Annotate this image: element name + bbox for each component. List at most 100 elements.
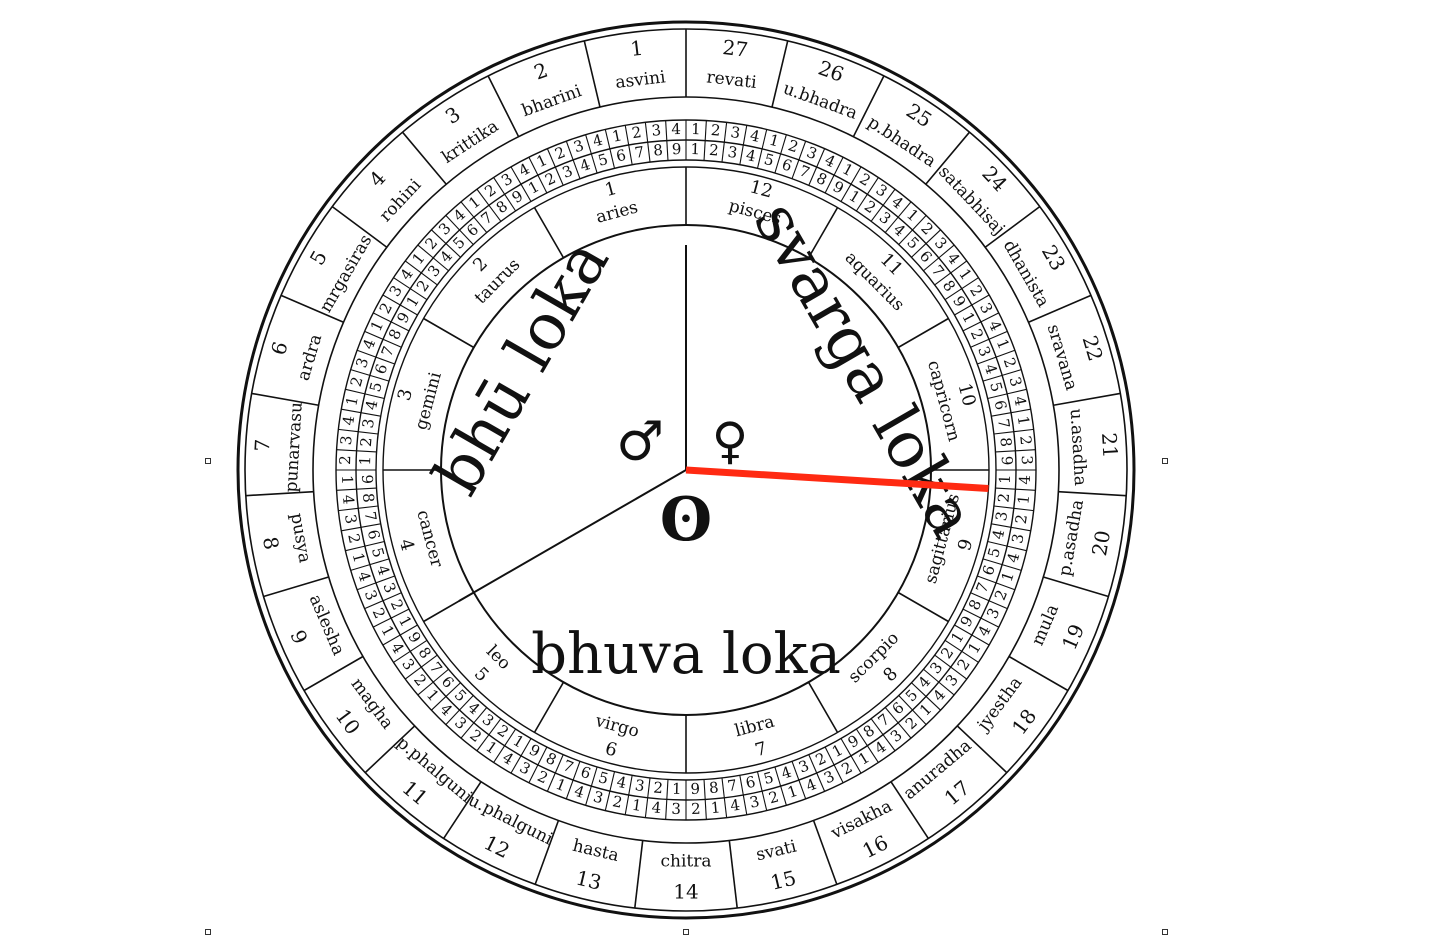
sign-divider: [533, 207, 565, 259]
pada-cell-divider: [528, 156, 539, 176]
selection-handle-right[interactable]: [1162, 458, 1168, 464]
pada-cell-divider: [1010, 408, 1031, 414]
pada-digit: 3: [352, 355, 372, 370]
nakshatra-number: 10: [331, 704, 365, 739]
pada-cell-divider: [431, 229, 447, 244]
navamsa-digit: 7: [797, 162, 813, 182]
nakshatra-divider: [534, 820, 560, 885]
pada-cell-divider: [585, 134, 592, 155]
nakshatra-number: 18: [1007, 704, 1041, 739]
pada-digit: 2: [336, 455, 354, 465]
navamsa-cell-divider: [488, 718, 502, 736]
navamsa-cell-divider: [609, 771, 616, 792]
navamsa-cell-divider: [739, 775, 744, 796]
nakshatra-divider: [303, 655, 364, 692]
navamsa-digit: 3: [634, 776, 646, 795]
pada-cell-divider: [364, 600, 384, 610]
navamsa-digit: 8: [708, 778, 719, 797]
navamsa-cell-divider: [982, 558, 1003, 566]
nakshatra-number: 22: [1078, 333, 1108, 364]
pada-cell-divider: [1001, 369, 1022, 376]
navamsa-cell-divider: [420, 272, 438, 286]
pada-digit: 4: [1016, 475, 1034, 485]
pada-cell-divider: [350, 564, 371, 571]
navamsa-cell-divider: [703, 779, 706, 800]
pada-digit: 2: [1016, 435, 1035, 446]
sign-number: 3: [394, 387, 417, 403]
navamsa-cell-divider: [884, 707, 899, 724]
nakshatra-divider: [812, 820, 838, 885]
pada-cell-divider: [644, 122, 649, 143]
pada-digit: 4: [397, 265, 417, 283]
selection-handle-bottom-left[interactable]: [205, 929, 211, 935]
pada-digit: 1: [377, 622, 397, 639]
navamsa-cell-divider: [445, 243, 461, 258]
navamsa-cell-divider: [390, 321, 410, 332]
pada-cell-divider: [912, 215, 927, 231]
pada-digit: 2: [991, 587, 1011, 603]
pada-cell-divider: [761, 129, 768, 150]
pada-cell-divider: [460, 201, 475, 218]
navamsa-cell-divider: [970, 592, 990, 602]
pada-digit: 3: [337, 435, 356, 446]
navamsa-cell-divider: [808, 166, 818, 186]
pada-digit: 2: [481, 181, 499, 201]
pada-digit: 4: [985, 318, 1005, 334]
pada-digit: 3: [341, 513, 360, 525]
pada-cell-divider: [961, 650, 979, 663]
sign-divider: [807, 207, 839, 259]
position-pointer: [685, 466, 989, 492]
sign-name: cancer: [412, 508, 447, 570]
pada-cell-divider: [356, 582, 377, 591]
sign-number: 1: [603, 178, 619, 201]
pada-digit: 1: [710, 798, 721, 817]
nakshatra-name: hasta: [571, 836, 621, 866]
sign-name: virgo: [592, 711, 641, 742]
navamsa-cell-divider: [609, 148, 616, 169]
pada-cell-divider: [493, 177, 506, 195]
navamsa-cell-divider: [982, 374, 1003, 382]
pada-cell-divider: [510, 755, 522, 774]
selection-handle-left[interactable]: [205, 458, 211, 464]
nakshatra-divider: [1008, 655, 1069, 692]
nakshatra-number: 1: [629, 36, 644, 61]
navamsa-cell-divider: [409, 288, 428, 301]
pada-cell-divider: [882, 734, 896, 752]
pada-digit: 2: [1000, 355, 1020, 370]
selection-handle-bottom-center[interactable]: [683, 929, 689, 935]
pada-digit: 4: [822, 151, 838, 171]
navamsa-cell-divider: [870, 718, 884, 736]
pada-cell-divider: [364, 330, 384, 340]
nakshatra-number: 17: [939, 776, 974, 811]
pada-digit: 4: [354, 569, 374, 584]
nakshatra-name: pusya: [286, 511, 314, 564]
navamsa-cell-divider: [628, 775, 633, 796]
navamsa-cell-divider: [824, 746, 835, 766]
navamsa-cell-divider: [358, 505, 379, 509]
pada-cell-divider: [372, 312, 392, 323]
nakshatra-divider: [1053, 392, 1121, 407]
selection-handle-bottom-right[interactable]: [1162, 929, 1168, 935]
nakshatra-divider: [890, 781, 930, 839]
pada-cell-divider: [350, 369, 371, 376]
pada-cell-divider: [912, 709, 927, 725]
pada-cell-divider: [995, 349, 1016, 358]
pada-cell-divider: [345, 545, 366, 552]
nakshatra-number: 12: [480, 830, 514, 863]
navamsa-cell-divider: [504, 728, 517, 747]
navamsa-cell-divider: [356, 487, 377, 490]
pada-cell-divider: [445, 709, 460, 725]
pada-digit: 3: [651, 121, 662, 140]
navamsa-digit: 6: [615, 146, 628, 166]
nakshatra-divider: [1058, 490, 1127, 497]
pada-digit: 1: [998, 569, 1018, 584]
navamsa-digit: 5: [596, 768, 610, 788]
navamsa-digit: 9: [998, 456, 1016, 466]
navamsa-digit: 7: [633, 143, 645, 162]
pada-cell-divider: [742, 794, 748, 815]
nakshatra-number: 27: [721, 35, 749, 62]
pada-digit: 3: [386, 282, 406, 300]
pada-digit: 1: [611, 126, 624, 146]
navamsa-digit: 9: [690, 780, 700, 798]
nakshatra-number: 2: [531, 58, 551, 85]
